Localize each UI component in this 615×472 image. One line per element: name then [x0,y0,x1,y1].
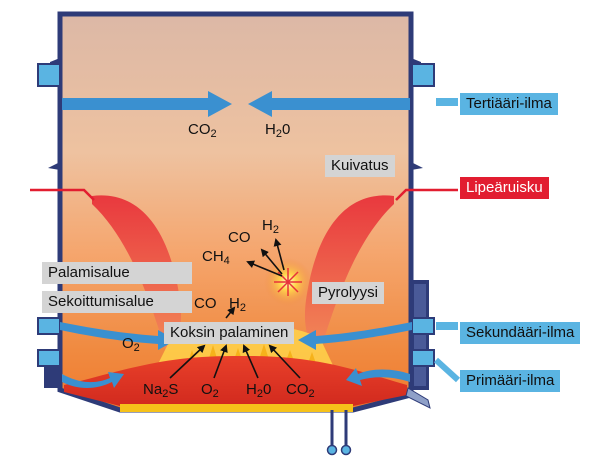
liquor-gun-right [395,188,458,201]
co2-bed-label: CO2 [286,381,315,400]
tertiary-air-label: Tertiääri-ilma [460,93,558,115]
primary-air-arrow-left [62,372,124,388]
co-lower-label: CO [194,295,217,312]
tertiary-air-arrow-right [248,91,410,117]
secondary-air-label: Sekundääri-ilma [460,322,581,344]
pyrolysis-burst-icon [274,268,302,296]
h2-upper-label: H2 [262,217,279,236]
ch4-label: CH4 [202,248,230,267]
na2s-label: Na2S [143,381,179,400]
pyrolysis-label: Pyrolyysi [312,282,385,304]
right-spray-plume [304,195,394,352]
char-burning-label: Koksin palaminen [164,322,295,344]
liquor-gun-left [30,188,95,201]
furnace-floor [120,404,353,412]
spout-ring-left [326,444,338,456]
co-upper-label: CO [228,229,251,246]
liquor-spray-label: Lipeäruisku [460,177,549,199]
o2-left-label: O2 [122,335,140,354]
co2-top-label: CO2 [188,121,217,140]
h2o-top-label: H20 [265,121,291,140]
primary-air-label: Primääri-ilma [460,370,561,392]
primary-air-leader [433,357,461,383]
left-air-ports [37,63,61,367]
combustion-zone-label: Palamisalue [42,262,192,284]
smelt-spout [330,410,348,446]
reaction-arrows [169,238,301,379]
h2-lower-label: H2 [229,295,246,314]
o2-bed-label: O2 [201,381,219,400]
tertiary-air-arrow-left [62,91,232,117]
right-air-ports [411,63,435,367]
drying-label: Kuivatus [325,155,395,177]
char-bed [64,355,407,406]
primary-air-arrow-right [346,368,410,386]
spout-ring-right [340,444,352,456]
secondary-air-arrow-left [60,322,176,350]
mixing-zone-label: Sekoittumisalue [42,291,192,313]
h2o-bed-label: H20 [246,381,272,400]
primary-drain-pipe [405,387,431,409]
secondary-air-arrow-right [298,322,412,350]
